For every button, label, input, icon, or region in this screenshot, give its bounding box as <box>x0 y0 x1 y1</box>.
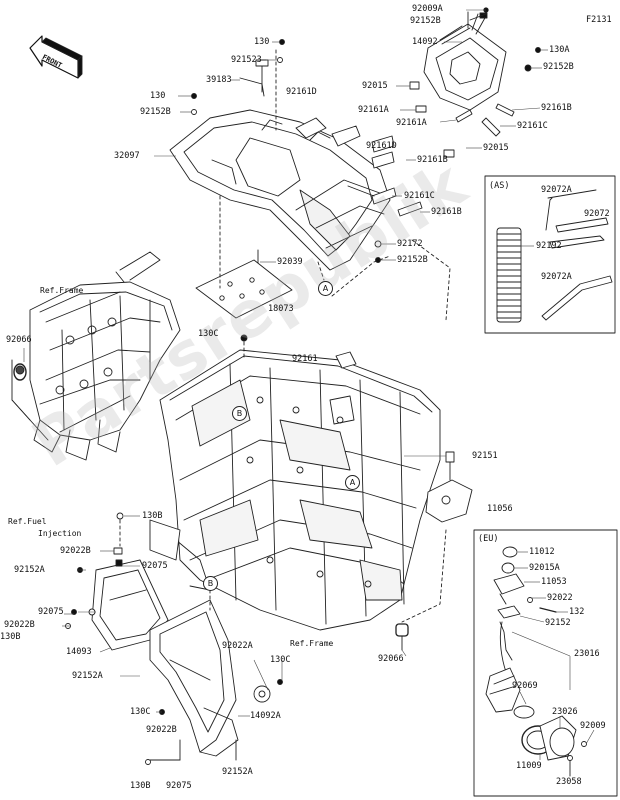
part-label: 92161C <box>517 121 548 131</box>
part-label: 92152A <box>14 565 45 575</box>
callout-b-upper: B <box>232 406 247 421</box>
part-label: 92152A <box>72 671 103 681</box>
part-label: 92072 <box>584 209 610 219</box>
part-label: 92075 <box>142 561 168 571</box>
part-label: 14093 <box>66 647 92 657</box>
part-label: 92152 <box>545 618 571 628</box>
part-label: 11012 <box>529 547 555 557</box>
part-label: 92072A <box>541 272 572 282</box>
part-label: 92022A <box>222 641 253 651</box>
part-label: 92161 <box>292 354 318 364</box>
part-label: 92069 <box>512 681 538 691</box>
part-label: 92152B <box>543 62 574 72</box>
protection-tube-part <box>496 227 522 323</box>
part-label: 92152A <box>222 767 253 777</box>
cover-plate-part <box>195 259 293 319</box>
part-label: 130 <box>150 91 166 101</box>
ref-frame-bottom-label: Ref.Frame <box>290 639 334 648</box>
part-label: 11056 <box>487 504 513 514</box>
part-label: 14092 <box>412 37 438 47</box>
callout-a-upper: A <box>318 281 333 296</box>
part-label: 130A <box>549 45 570 55</box>
ref-fuel-label: Ref.Fuel <box>8 517 47 526</box>
part-label: 92161A <box>396 118 427 128</box>
part-label: 92152B <box>397 255 428 265</box>
part-label: 14092A <box>250 711 281 721</box>
lower-guard-part <box>149 599 239 757</box>
part-label: 92161C <box>404 191 435 201</box>
part-label: 92072A <box>541 185 572 195</box>
part-label: 92015 <box>483 143 509 153</box>
part-label: 92039 <box>277 257 303 267</box>
part-label: 92152B <box>410 16 441 26</box>
part-label: 92192 <box>536 241 562 251</box>
part-label: 92161D <box>366 141 397 151</box>
ref-frame-label: Ref.Frame <box>40 286 84 295</box>
part-label: 92161B <box>431 207 462 217</box>
rear-inner-fender-part <box>169 109 391 271</box>
front-arrow-icon <box>29 35 83 79</box>
part-label: 130C <box>270 655 291 665</box>
part-label: 92022B <box>146 725 177 735</box>
part-label: 130C <box>130 707 151 717</box>
part-label: 92172 <box>397 239 423 249</box>
part-label: 92022B <box>4 620 35 630</box>
part-label: 92161D <box>286 87 317 97</box>
part-label: 92152B <box>140 107 171 117</box>
part-label: 92066 <box>6 335 32 345</box>
part-label: 92151 <box>472 451 498 461</box>
part-label: 130 <box>254 37 270 47</box>
rear-fender-part <box>423 11 507 111</box>
part-label: 92022B <box>60 546 91 556</box>
eu-box-label: (EU) <box>478 534 499 544</box>
part-label: 92015 <box>362 81 388 91</box>
front-frame-section <box>29 251 181 461</box>
part-label: 92066 <box>378 654 404 664</box>
eu-oxygen-sensor-assembly <box>485 546 587 777</box>
part-label: 92009 <box>580 721 606 731</box>
part-label: 92015A <box>529 563 560 573</box>
part-label: 130B <box>142 511 163 521</box>
part-label: 92161B <box>541 103 572 113</box>
part-label: 23026 <box>552 707 578 717</box>
main-frame-part <box>149 349 441 631</box>
ref-fuel-label-line2: Injection <box>38 529 82 538</box>
part-label: 92009A <box>412 4 443 14</box>
as-box-label: (AS) <box>489 181 510 191</box>
diagram-code: F2131 <box>586 15 612 25</box>
part-label: 92161B <box>417 155 448 165</box>
part-label: 18073 <box>268 304 294 314</box>
callout-a-lower: A <box>345 475 360 490</box>
part-label: 921523 <box>231 55 262 65</box>
part-label: 23058 <box>556 777 582 787</box>
part-label: 11053 <box>541 577 567 587</box>
part-label: 11009 <box>516 761 542 771</box>
part-label: 92075 <box>166 781 192 791</box>
callout-b-lower: B <box>203 576 218 591</box>
part-label: 32097 <box>114 151 140 161</box>
part-label: 92075 <box>38 607 64 617</box>
part-label: 92022 <box>547 593 573 603</box>
part-label: 130C <box>198 329 219 339</box>
part-label: 23016 <box>574 649 600 659</box>
part-label: 39183 <box>206 75 232 85</box>
bracket-part <box>425 479 473 523</box>
part-label: 92161A <box>358 105 389 115</box>
left-guard-part <box>91 559 169 651</box>
part-label: 130B <box>130 781 151 791</box>
part-label: 132 <box>569 607 585 617</box>
part-label: 130B <box>0 632 21 642</box>
